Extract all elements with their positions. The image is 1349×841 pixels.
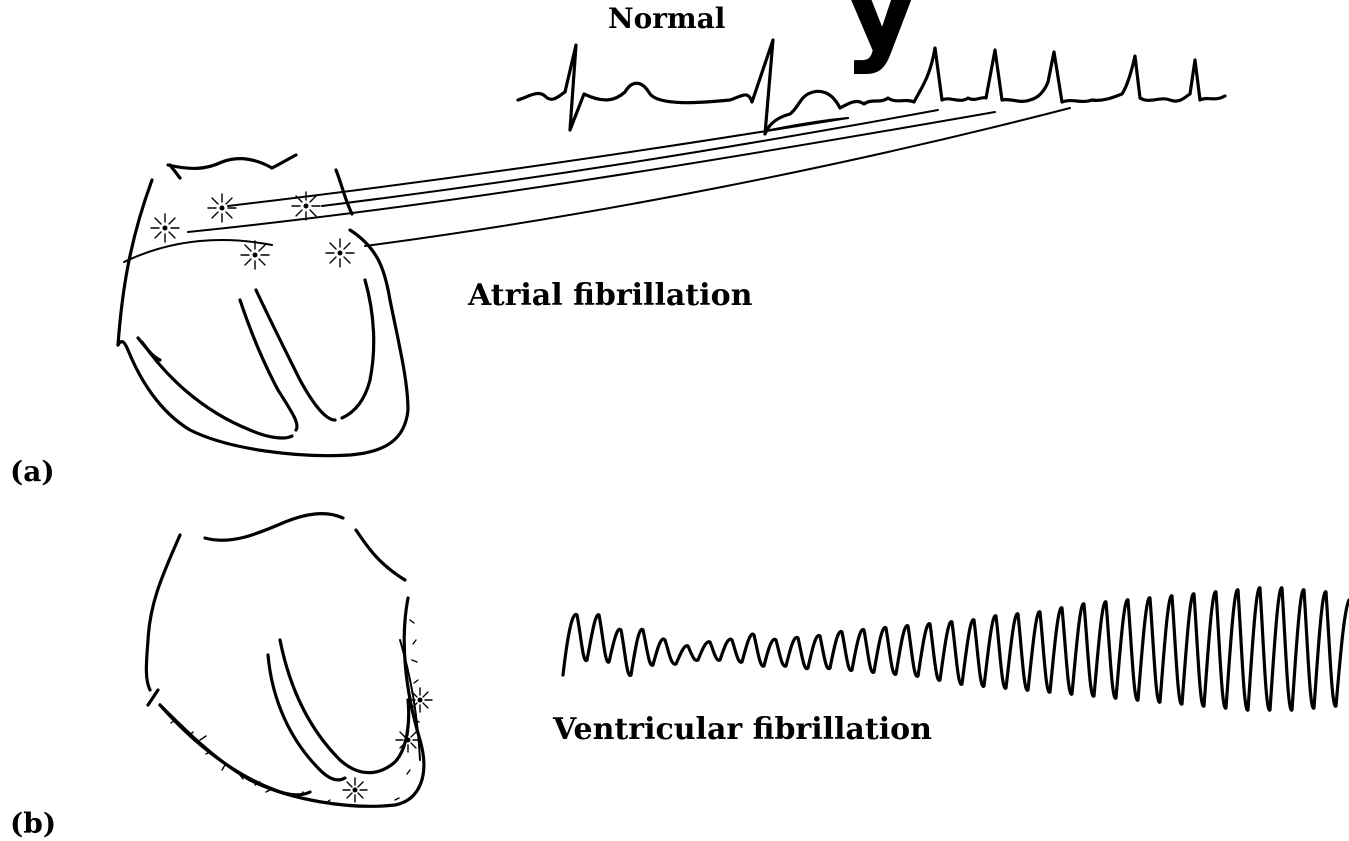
normal-label: Normal <box>608 2 725 35</box>
panel-b-label: (b) <box>10 807 56 840</box>
heart-b <box>146 514 423 807</box>
ectopic-focus <box>343 778 367 802</box>
ventricular-ectopic-foci <box>171 620 432 803</box>
ectopic-focus <box>241 241 269 269</box>
ecg-trace-vf <box>563 588 1349 710</box>
ectopic-focus <box>408 688 432 712</box>
projection-lines <box>188 108 1070 246</box>
ectopic-focus <box>151 214 179 242</box>
ectopic-focus <box>396 728 420 752</box>
ectopic-focus <box>326 239 354 267</box>
ectopic-focus <box>208 194 236 222</box>
ectopic-stipple <box>171 620 419 803</box>
cropped-heading-fragment: y <box>842 0 920 77</box>
ventricular-fibrillation-label: Ventricular fibrillation <box>553 712 932 747</box>
atrial-fibrillation-label: Atrial fibrillation <box>468 278 752 313</box>
panel-a-label: (a) <box>10 455 55 488</box>
